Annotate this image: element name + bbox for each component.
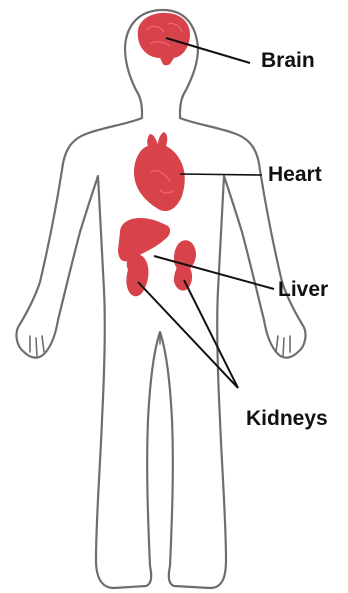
- heart-label: Heart: [268, 164, 322, 185]
- body-outline: [17, 10, 306, 588]
- kidneys-label: Kidneys: [246, 408, 328, 429]
- liver-label: Liver: [278, 279, 328, 300]
- brain-label: Brain: [261, 50, 315, 71]
- heart-leader-line: [180, 174, 262, 175]
